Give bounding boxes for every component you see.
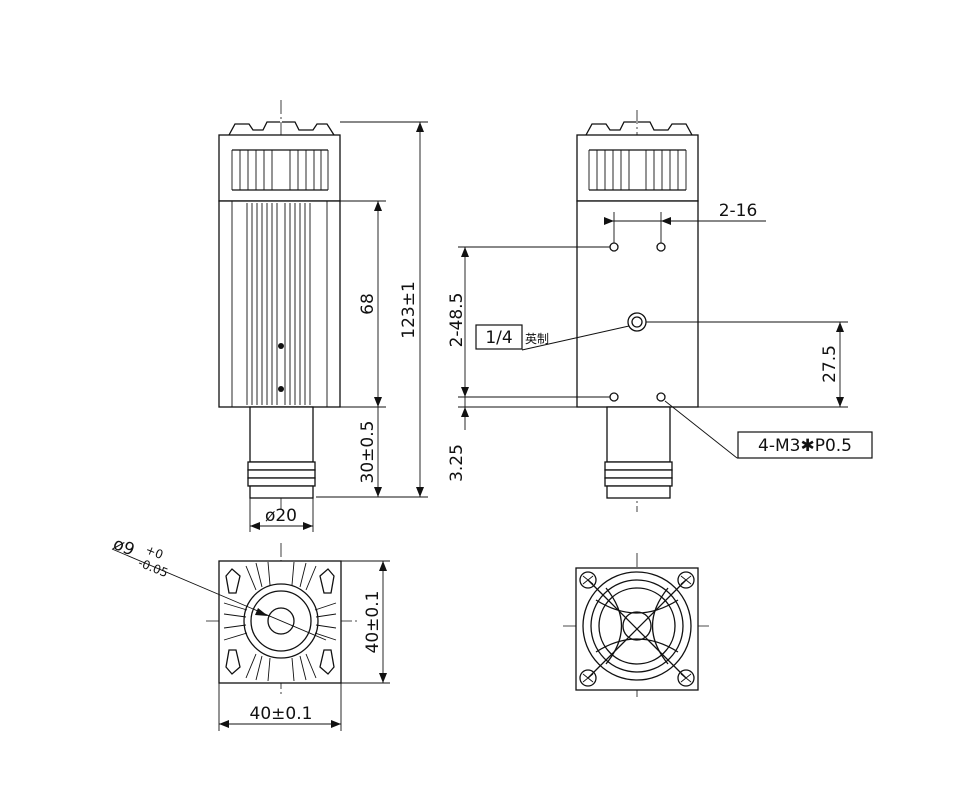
aperture-tol-upper: +0 [144, 542, 166, 562]
front-view: 123±1 68 30±0.5 ø20 [218, 100, 428, 532]
screw-dot [278, 386, 284, 392]
mount-thread-label: 4-M3✱P0.5 [758, 436, 852, 456]
tripod-hole-inner [631, 316, 643, 328]
tripod-thread-suffix: 英制 [525, 332, 549, 346]
dim-hole-spacing: 2-16 [719, 201, 758, 221]
aperture-base: ø9 [110, 534, 137, 560]
mount-hole [656, 392, 666, 402]
front-face-view: ø9 +0 -0.05 40±0.1 40±0.1 [110, 534, 390, 731]
side-view: 2-16 2-48.5 3.25 27.5 1/4 英制 4-M3✱P0.5 [447, 110, 873, 512]
radial-fins [223, 561, 337, 682]
screw-dot [278, 343, 284, 349]
aperture-tol-lower: -0.05 [136, 556, 170, 581]
dim-lens-length: 30±0.5 [358, 421, 378, 484]
dim-mount-holes-spacing: 2-48.5 [447, 293, 467, 348]
rear-fan-view [563, 553, 712, 697]
tripod-thread-label: 1/4 [485, 328, 512, 348]
dim-body-length: 68 [358, 293, 378, 315]
corner-screws [579, 571, 695, 687]
lens-threads [247, 461, 316, 499]
dim-height: 40±0.1 [363, 591, 383, 654]
fan-grille-bars [239, 150, 322, 190]
dim-tripod-offset: 27.5 [820, 345, 840, 383]
dim-bottom-offset: 3.25 [447, 444, 467, 482]
dim-total-length: 123±1 [399, 281, 419, 339]
dim-width: 40±0.1 [250, 704, 313, 724]
fan-grille-bars [596, 150, 679, 190]
heatsink-fins [246, 203, 311, 405]
dim-lens-diameter: ø20 [265, 506, 297, 526]
aperture-dim: ø9 +0 -0.05 [110, 534, 170, 581]
